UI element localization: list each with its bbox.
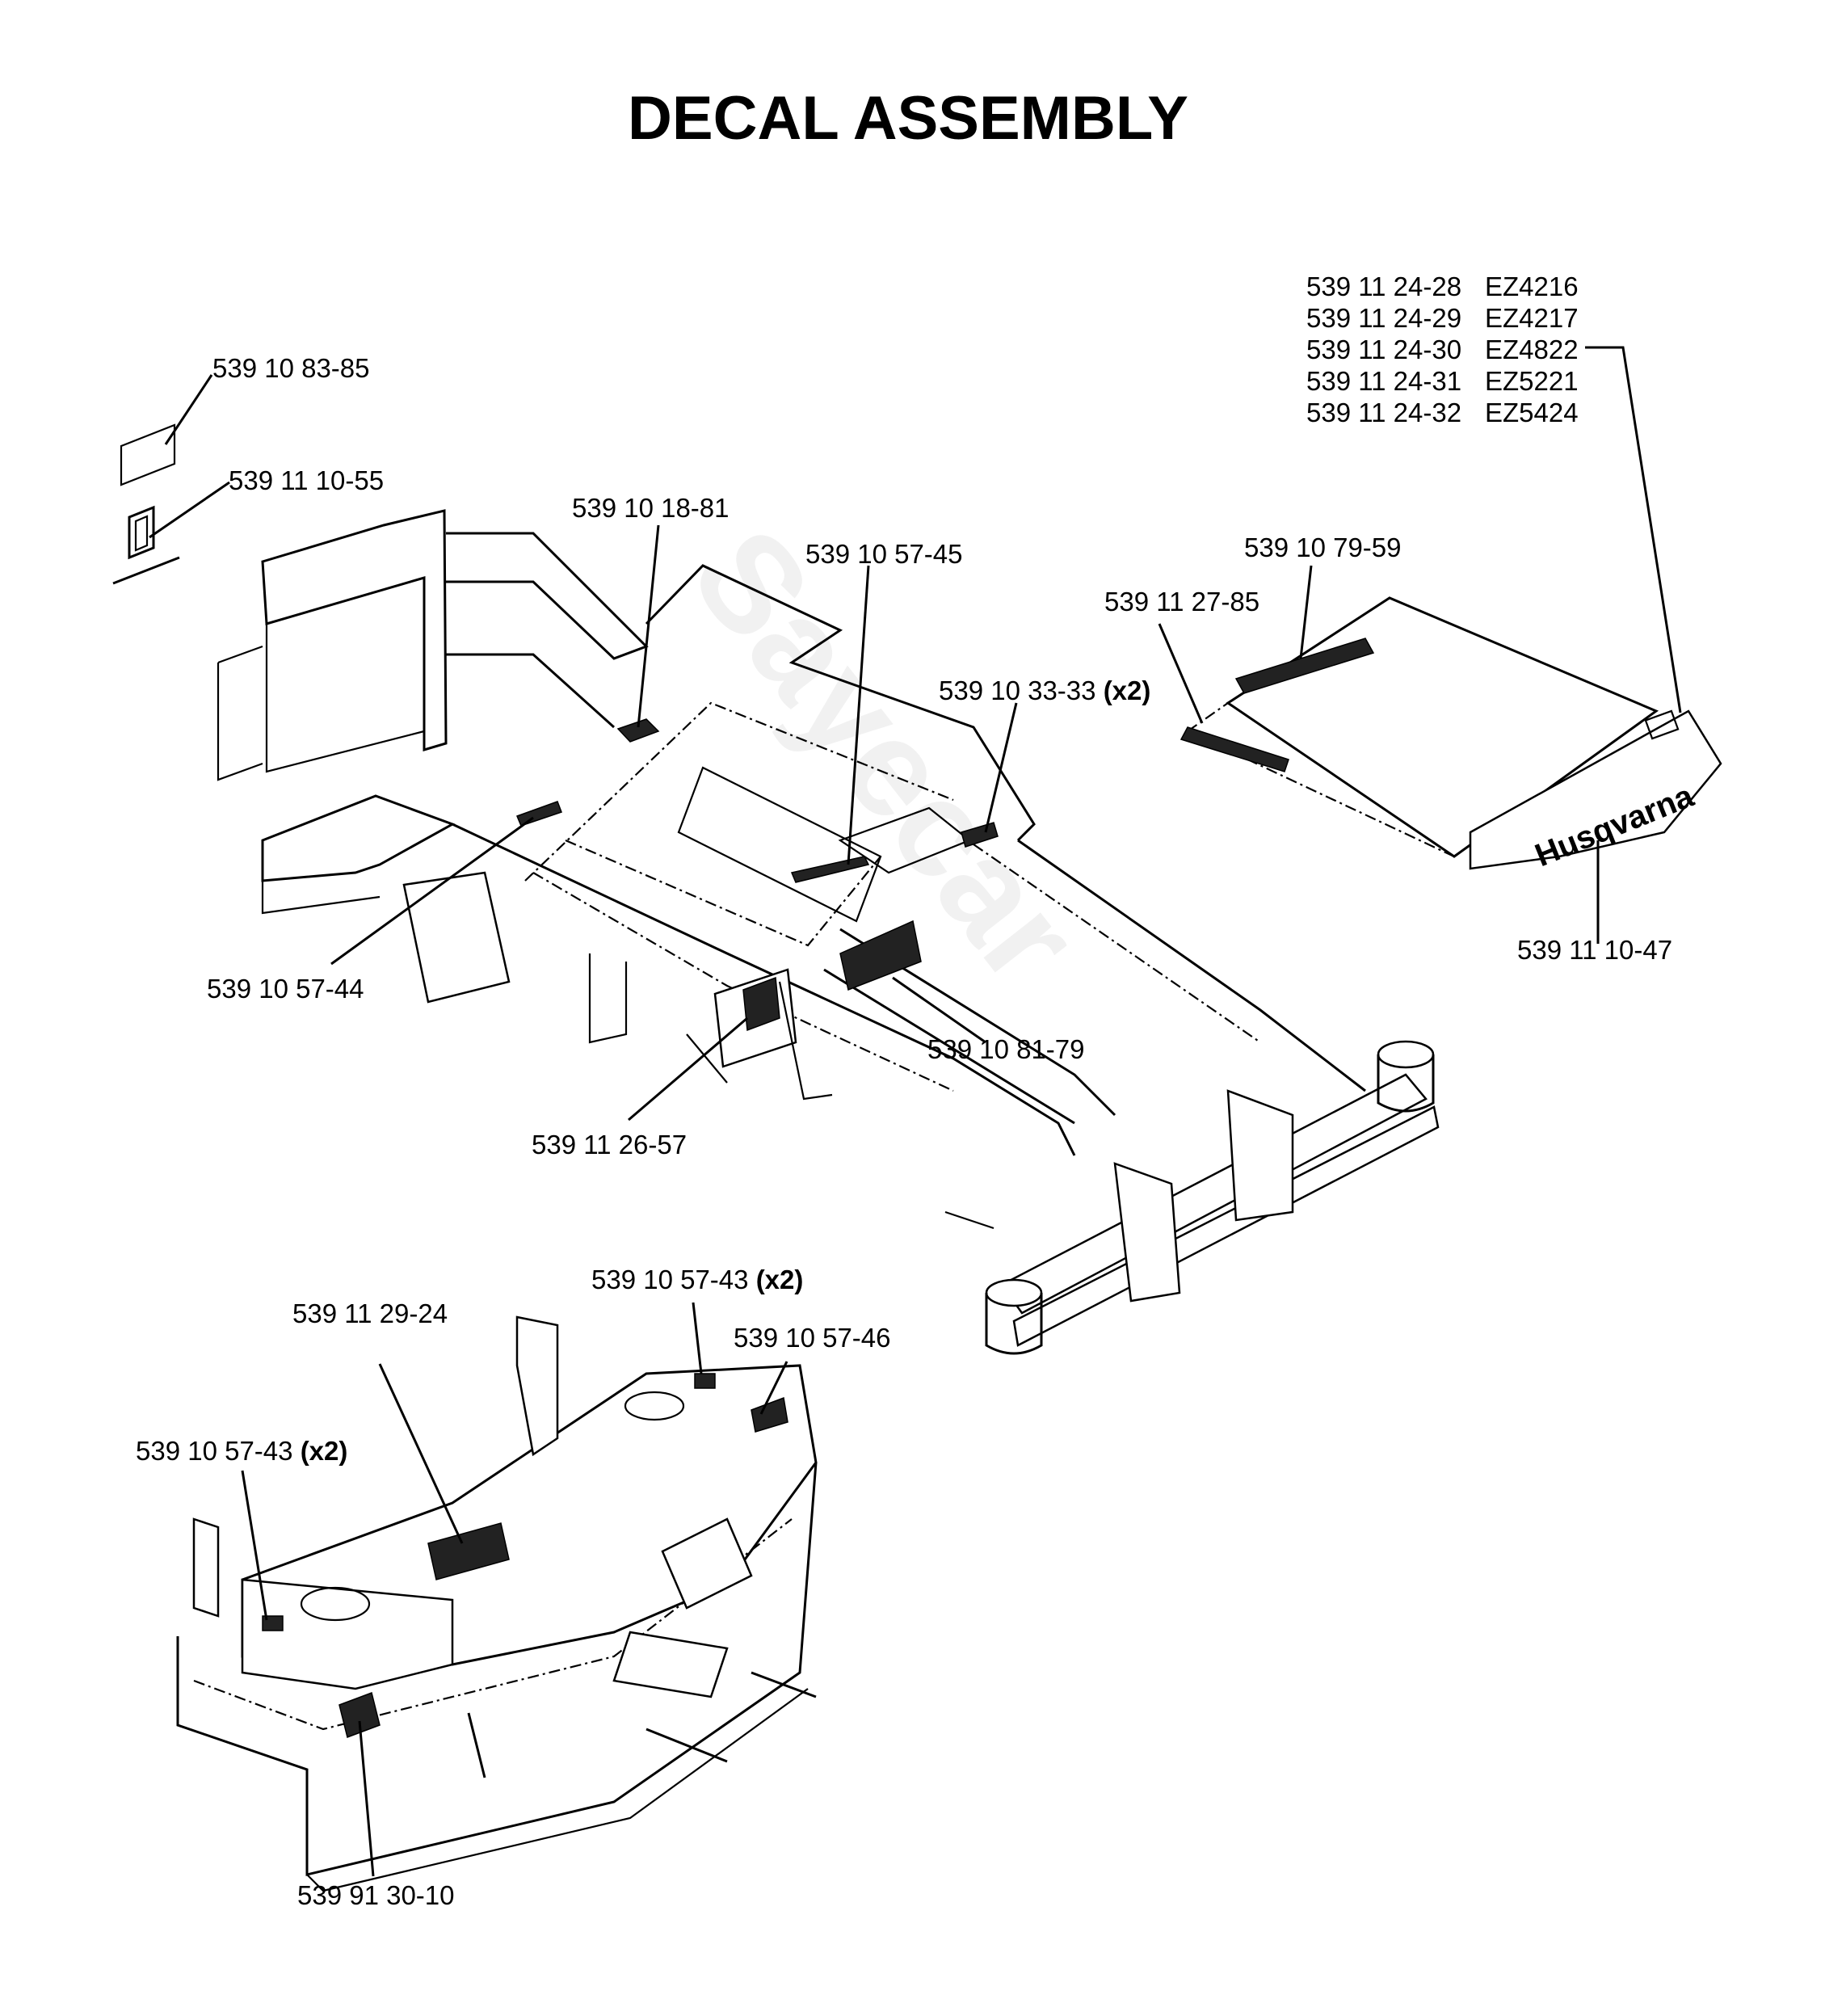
page-title: DECAL ASSEMBLY — [628, 84, 1188, 153]
decal-539-10-18-81 — [616, 718, 660, 743]
hood-front-panel — [1469, 709, 1722, 870]
decal-539-91-30-10 — [339, 1692, 381, 1738]
callout-c2: 539 11 10-55 — [229, 465, 384, 495]
callout-c16: 539 91 30-10 — [297, 1880, 455, 1910]
decal-539-11-26-57 — [742, 976, 780, 1032]
left-pulley-housing — [241, 1578, 454, 1690]
callout-labels: 539 10 83-85 539 11 10-55 539 10 18-81 5… — [136, 353, 1672, 1910]
decal-539-10-57-46 — [751, 1396, 788, 1433]
tractor-frame — [217, 509, 1440, 1355]
svg-text:539 11 24-29: 539 11 24-29 — [1306, 303, 1461, 333]
model-table: 539 11 24-28 EZ4216 539 11 24-29 EZ4217 … — [1306, 271, 1579, 427]
callout-c6: 539 10 79-59 — [1244, 532, 1402, 562]
svg-text:539 11 24-30: 539 11 24-30 — [1306, 335, 1461, 364]
model-row: 539 11 24-29 EZ4217 — [1306, 303, 1579, 333]
callout-c13: 539 11 29-24 — [292, 1298, 448, 1328]
callout-c7: 539 11 27-85 — [1104, 587, 1259, 617]
callout-c4: 539 10 57-45 — [805, 539, 963, 569]
svg-text:EZ4217: EZ4217 — [1485, 303, 1579, 333]
callout-c1: 539 10 83-85 — [212, 353, 370, 383]
svg-text:539 11 24-28: 539 11 24-28 — [1306, 271, 1461, 301]
callout-c9: 539 10 57-44 — [207, 974, 364, 1004]
callout-c10: 539 10 81-79 — [927, 1034, 1085, 1064]
model-row: 539 11 24-32 EZ5424 — [1306, 398, 1579, 427]
left-caster-mount — [985, 1278, 1043, 1307]
right-caster-mount — [1377, 1040, 1435, 1069]
deck-hanger-bracket — [515, 1315, 559, 1457]
decal-539-10-79-59 — [1234, 638, 1375, 694]
logo-decal — [112, 505, 180, 585]
decal-539-11-27-85 — [1180, 726, 1289, 772]
blank-decal — [120, 423, 176, 486]
callout-c15: 539 10 57-43 (x2) — [136, 1436, 347, 1466]
callout-c14: 539 10 57-46 — [734, 1323, 891, 1353]
svg-text:EZ5221: EZ5221 — [1485, 366, 1579, 396]
loose-decals — [112, 423, 180, 585]
decal-539-10-57-43-top — [694, 1373, 716, 1389]
svg-text:EZ5424: EZ5424 — [1485, 398, 1579, 427]
model-row: 539 11 24-30 EZ4822 — [1306, 335, 1579, 364]
svg-text:EZ4822: EZ4822 — [1485, 335, 1579, 364]
svg-text:539 11 24-32: 539 11 24-32 — [1306, 398, 1461, 427]
mower-deck — [176, 1315, 818, 1892]
callout-c12: 539 10 57-43 (x2) — [591, 1265, 803, 1294]
decal-539-10-81-79 — [839, 920, 922, 991]
svg-text:EZ4216: EZ4216 — [1485, 271, 1579, 301]
callout-c5: 539 10 33-33 (x2) — [939, 676, 1150, 705]
decal-539-10-33-33 — [961, 822, 999, 848]
callout-c3: 539 10 18-81 — [572, 493, 730, 523]
leader-lines — [149, 346, 1682, 1877]
hood-assembly: Husqvarna — [1180, 596, 1722, 873]
decal-539-11-29-24 — [427, 1522, 510, 1580]
decal-539-10-57-45 — [790, 856, 870, 883]
callout-c11: 539 11 26-57 — [532, 1130, 687, 1160]
decal-539-10-57-44 — [516, 801, 562, 827]
model-row: 539 11 24-31 EZ5221 — [1306, 366, 1579, 396]
svg-text:539 11 24-31: 539 11 24-31 — [1306, 366, 1461, 396]
model-row: 539 11 24-28 EZ4216 — [1306, 271, 1579, 301]
callout-c8: 539 11 10-47 — [1517, 935, 1672, 965]
